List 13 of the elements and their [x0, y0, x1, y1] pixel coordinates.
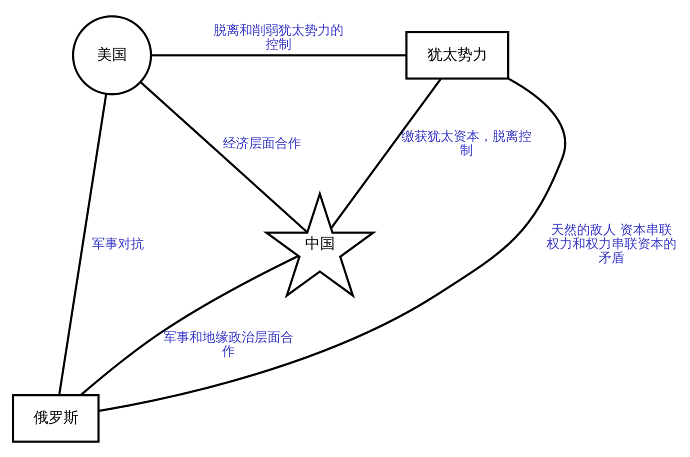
edge-label: 军事对抗 [92, 236, 144, 252]
node-circle: 美国 [72, 14, 152, 95]
edge-label: 军事和地缘政治层面合作 [163, 330, 294, 360]
connector [58, 93, 108, 395]
edge-label: 经济层面合作 [222, 136, 301, 151]
node-box: 犹太势力 [405, 30, 510, 80]
connector [151, 54, 406, 56]
edge-label: 缴获犹太资本，脱离控制 [401, 128, 532, 158]
node-box: 俄罗斯 [12, 394, 100, 442]
connector [330, 77, 442, 228]
edge-label: 脱离和削弱犹太势力的控制 [214, 22, 344, 52]
connector [98, 77, 566, 412]
edge-label: 天然的敌人 资本串联权力和权力串联资本的矛盾 [546, 222, 677, 266]
